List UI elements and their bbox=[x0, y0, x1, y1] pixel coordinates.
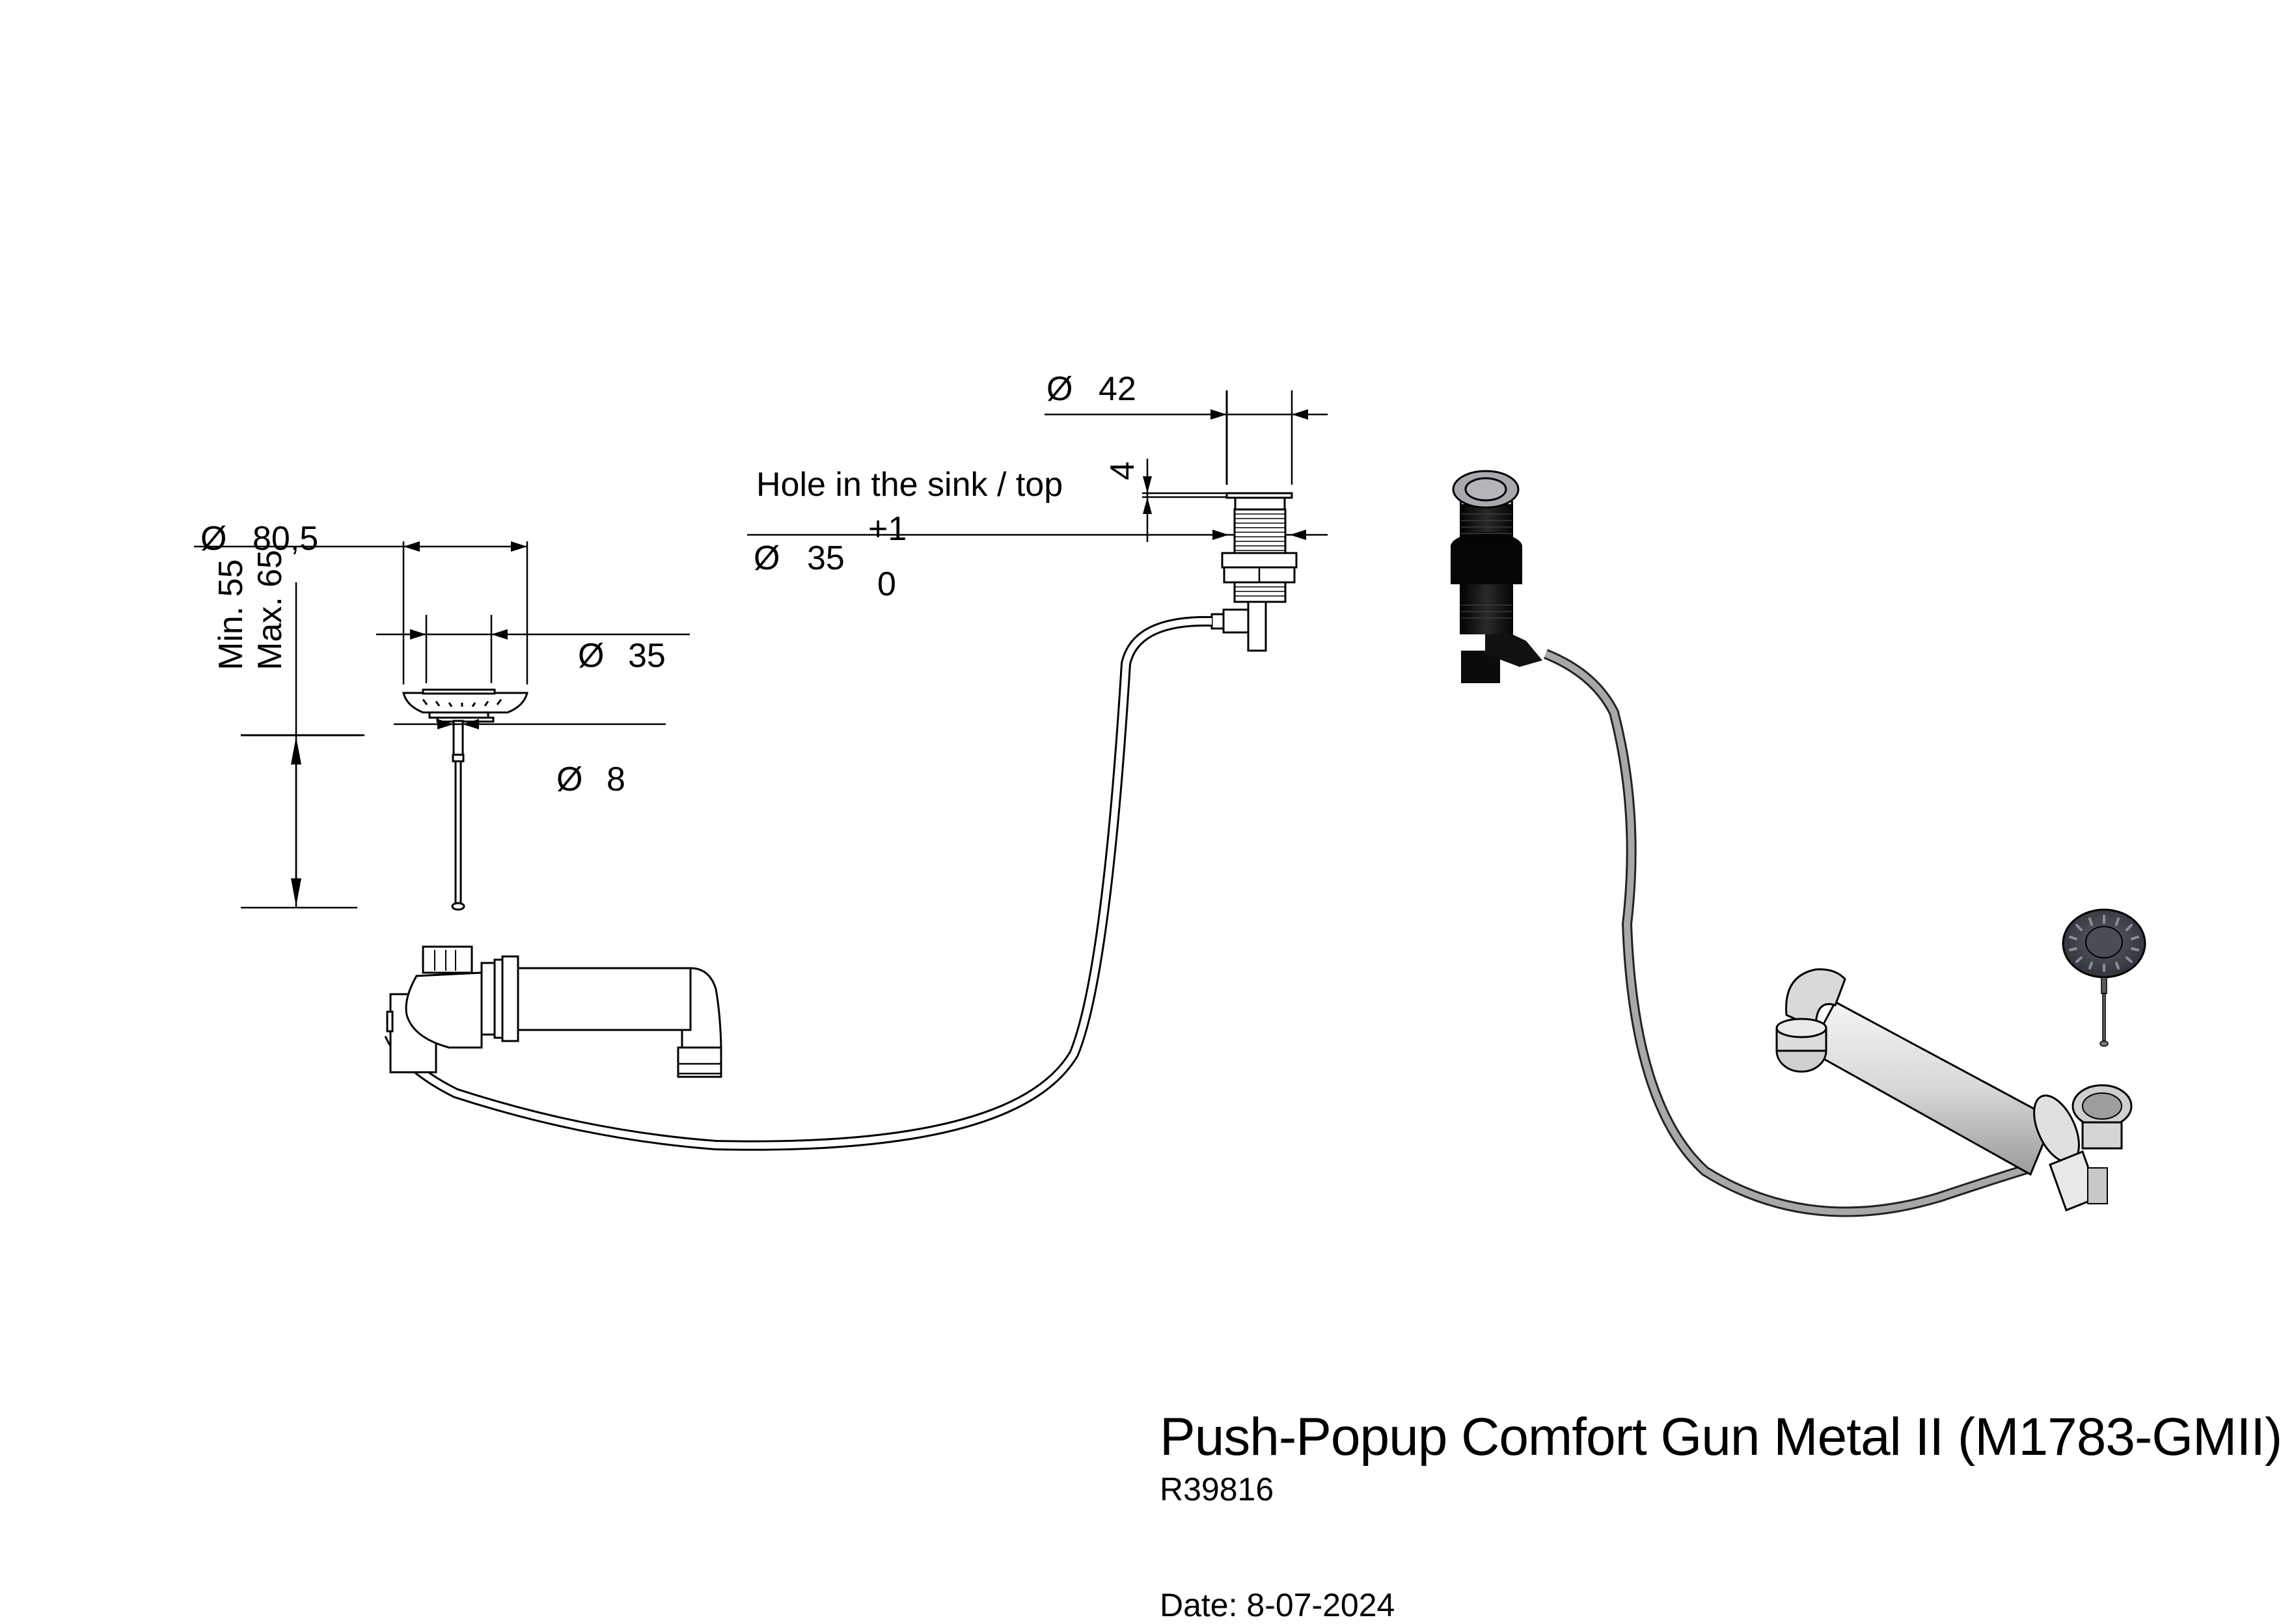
dim-hole-diameter: Hole in the sink / top Ø 35 +1 0 bbox=[747, 466, 1328, 603]
dim-value-35: 35 bbox=[628, 637, 666, 675]
strainer-plug-3d-render bbox=[2062, 908, 2146, 1047]
push-button-3d-render bbox=[1451, 470, 2032, 1217]
diameter-symbol: Ø bbox=[1046, 370, 1073, 408]
tolerance-upper: +1 bbox=[868, 510, 907, 548]
diameter-symbol: Ø bbox=[754, 539, 780, 577]
dim-value-42: 42 bbox=[1099, 370, 1136, 408]
flange-height-value: 4 bbox=[1104, 461, 1142, 480]
push-button-side-view: Ø 42 4 bbox=[747, 370, 1328, 652]
diameter-symbol: Ø bbox=[200, 520, 226, 558]
diameter-symbol: Ø bbox=[556, 761, 582, 798]
dim-button-diameter: Ø 42 bbox=[1045, 370, 1328, 485]
dim-stem-diameter: Ø 8 bbox=[394, 719, 666, 798]
waste-outlet-with-elbow-side-view bbox=[386, 945, 722, 1078]
max-length-label: Max. 65 bbox=[251, 550, 289, 670]
hole-label: Hole in the sink / top bbox=[756, 466, 1063, 504]
product-title: Push-Popup Comfort Gun Metal II (M1783-G… bbox=[1160, 1407, 2282, 1467]
dim-flange-height: 4 bbox=[1104, 459, 1227, 542]
drawing-date: Date: 8-07-2024 bbox=[1160, 1587, 1395, 1623]
dim-value-80-5: 80,5 bbox=[253, 520, 318, 558]
hole-diameter-value: 35 bbox=[807, 539, 845, 577]
title-block: Push-Popup Comfort Gun Metal II (M1783-G… bbox=[1160, 1411, 2282, 1624]
dim-stem-length: Min. 55 Max. 65 bbox=[212, 550, 364, 909]
reference-number: R39816 bbox=[1160, 1471, 1274, 1508]
min-length-label: Min. 55 bbox=[212, 559, 250, 670]
diameter-symbol: Ø bbox=[578, 637, 604, 675]
tolerance-lower: 0 bbox=[877, 565, 896, 603]
waste-pipe-3d-render bbox=[1775, 968, 2133, 1211]
dim-strainer-diameter: Ø 80,5 bbox=[194, 520, 528, 684]
bowden-cable bbox=[384, 616, 1212, 1151]
dim-value-8: 8 bbox=[607, 761, 625, 798]
strainer-plug-side-view: Ø 80,5 Ø 35 bbox=[194, 520, 690, 911]
dim-strainer-inner-diameter: Ø 35 bbox=[376, 615, 690, 683]
